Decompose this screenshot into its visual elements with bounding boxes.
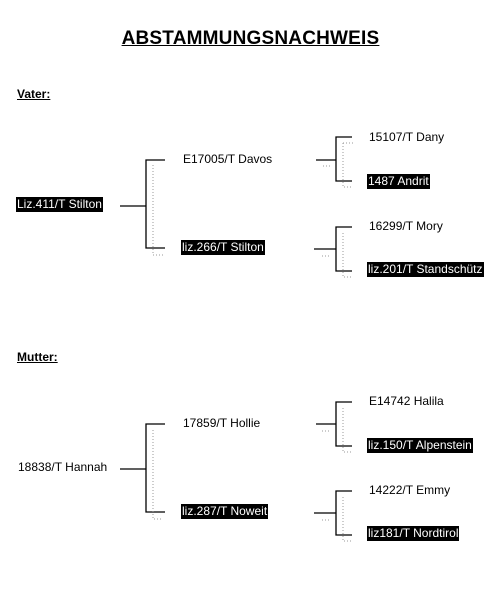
vater-bottom-bracket bbox=[314, 226, 353, 278]
vater-root-bracket bbox=[120, 159, 165, 256]
vater-grandparent-3-node: 16299/T Mory bbox=[369, 219, 443, 233]
vater-parent-bottom-node: liz.266/T Stilton bbox=[181, 240, 265, 255]
document-title: ABSTAMMUNGSNACHWEIS bbox=[121, 28, 380, 49]
vater-grandparent-1-node: 15107/T Dany bbox=[369, 130, 445, 144]
mutter-bottom-bracket bbox=[314, 490, 353, 542]
vater-grandparent-2-node: 1487 Andrit bbox=[367, 174, 430, 189]
vater-grandparent-4-node: liz.201/T Standschütz bbox=[367, 262, 484, 277]
mutter-grandparent-3-node: 14222/T Emmy bbox=[369, 483, 451, 497]
mutter-grandparent-4-node: liz181/T Nordtirol bbox=[367, 526, 460, 541]
mutter-grandparent-2-node: liz.150/T Alpenstein bbox=[367, 438, 473, 453]
vater-parent-top-node: E17005/T Davos bbox=[183, 152, 273, 166]
mutter-root-bracket bbox=[120, 423, 165, 520]
mutter-parent-top-node: 17859/T Hollie bbox=[183, 416, 261, 430]
section-label-mutter: Mutter: bbox=[17, 350, 58, 364]
section-label-vater: Vater: bbox=[17, 87, 51, 101]
mutter-parent-bottom-node: liz.287/T Noweit bbox=[181, 504, 269, 519]
mutter-top-bracket bbox=[316, 401, 353, 453]
vater-top-bracket bbox=[316, 136, 353, 188]
mutter-root-node: 18838/T Hannah bbox=[18, 460, 108, 474]
vater-root-node: Liz.411/T Stilton bbox=[16, 197, 103, 212]
mutter-grandparent-1-node: E14742 Halila bbox=[369, 394, 444, 408]
